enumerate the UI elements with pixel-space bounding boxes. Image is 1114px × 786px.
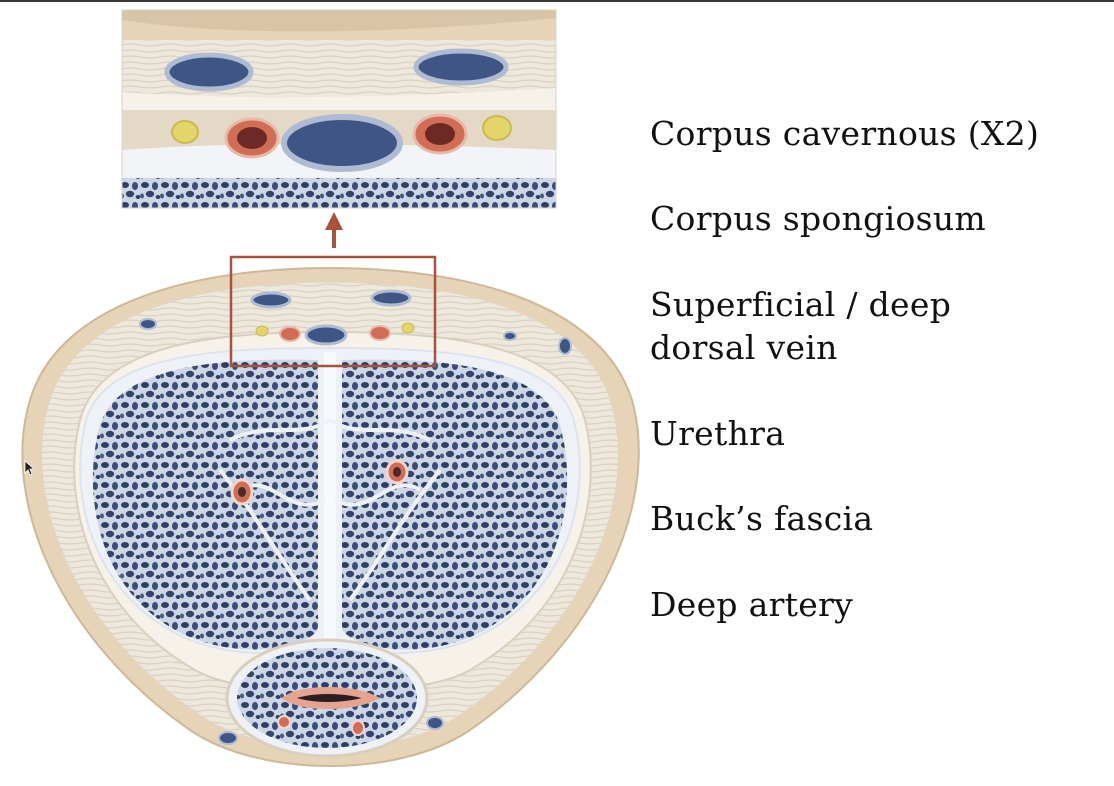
label-urethra: Urethra: [650, 414, 786, 453]
cursor-icon: [24, 460, 34, 476]
label-corpus-spongiosum: Corpus spongiosum: [650, 199, 987, 238]
cross-section: [21, 266, 640, 767]
label-corpus-cavernous: Corpus cavernous (X2): [650, 114, 1040, 153]
arrow-up-icon: [325, 212, 343, 248]
label-bucks-fascia: Buck’s fascia: [650, 499, 874, 538]
callout-box: [229, 255, 437, 368]
penis-cross-section-illustration: [21, 9, 640, 767]
label-deep-artery: Deep artery: [650, 585, 854, 624]
label-dorsal-vein: dorsal vein: [650, 328, 838, 367]
label-superficial-deep: Superficial / deep: [650, 285, 952, 324]
magnified-inset: [122, 10, 556, 208]
top-rule: [0, 0, 1114, 2]
